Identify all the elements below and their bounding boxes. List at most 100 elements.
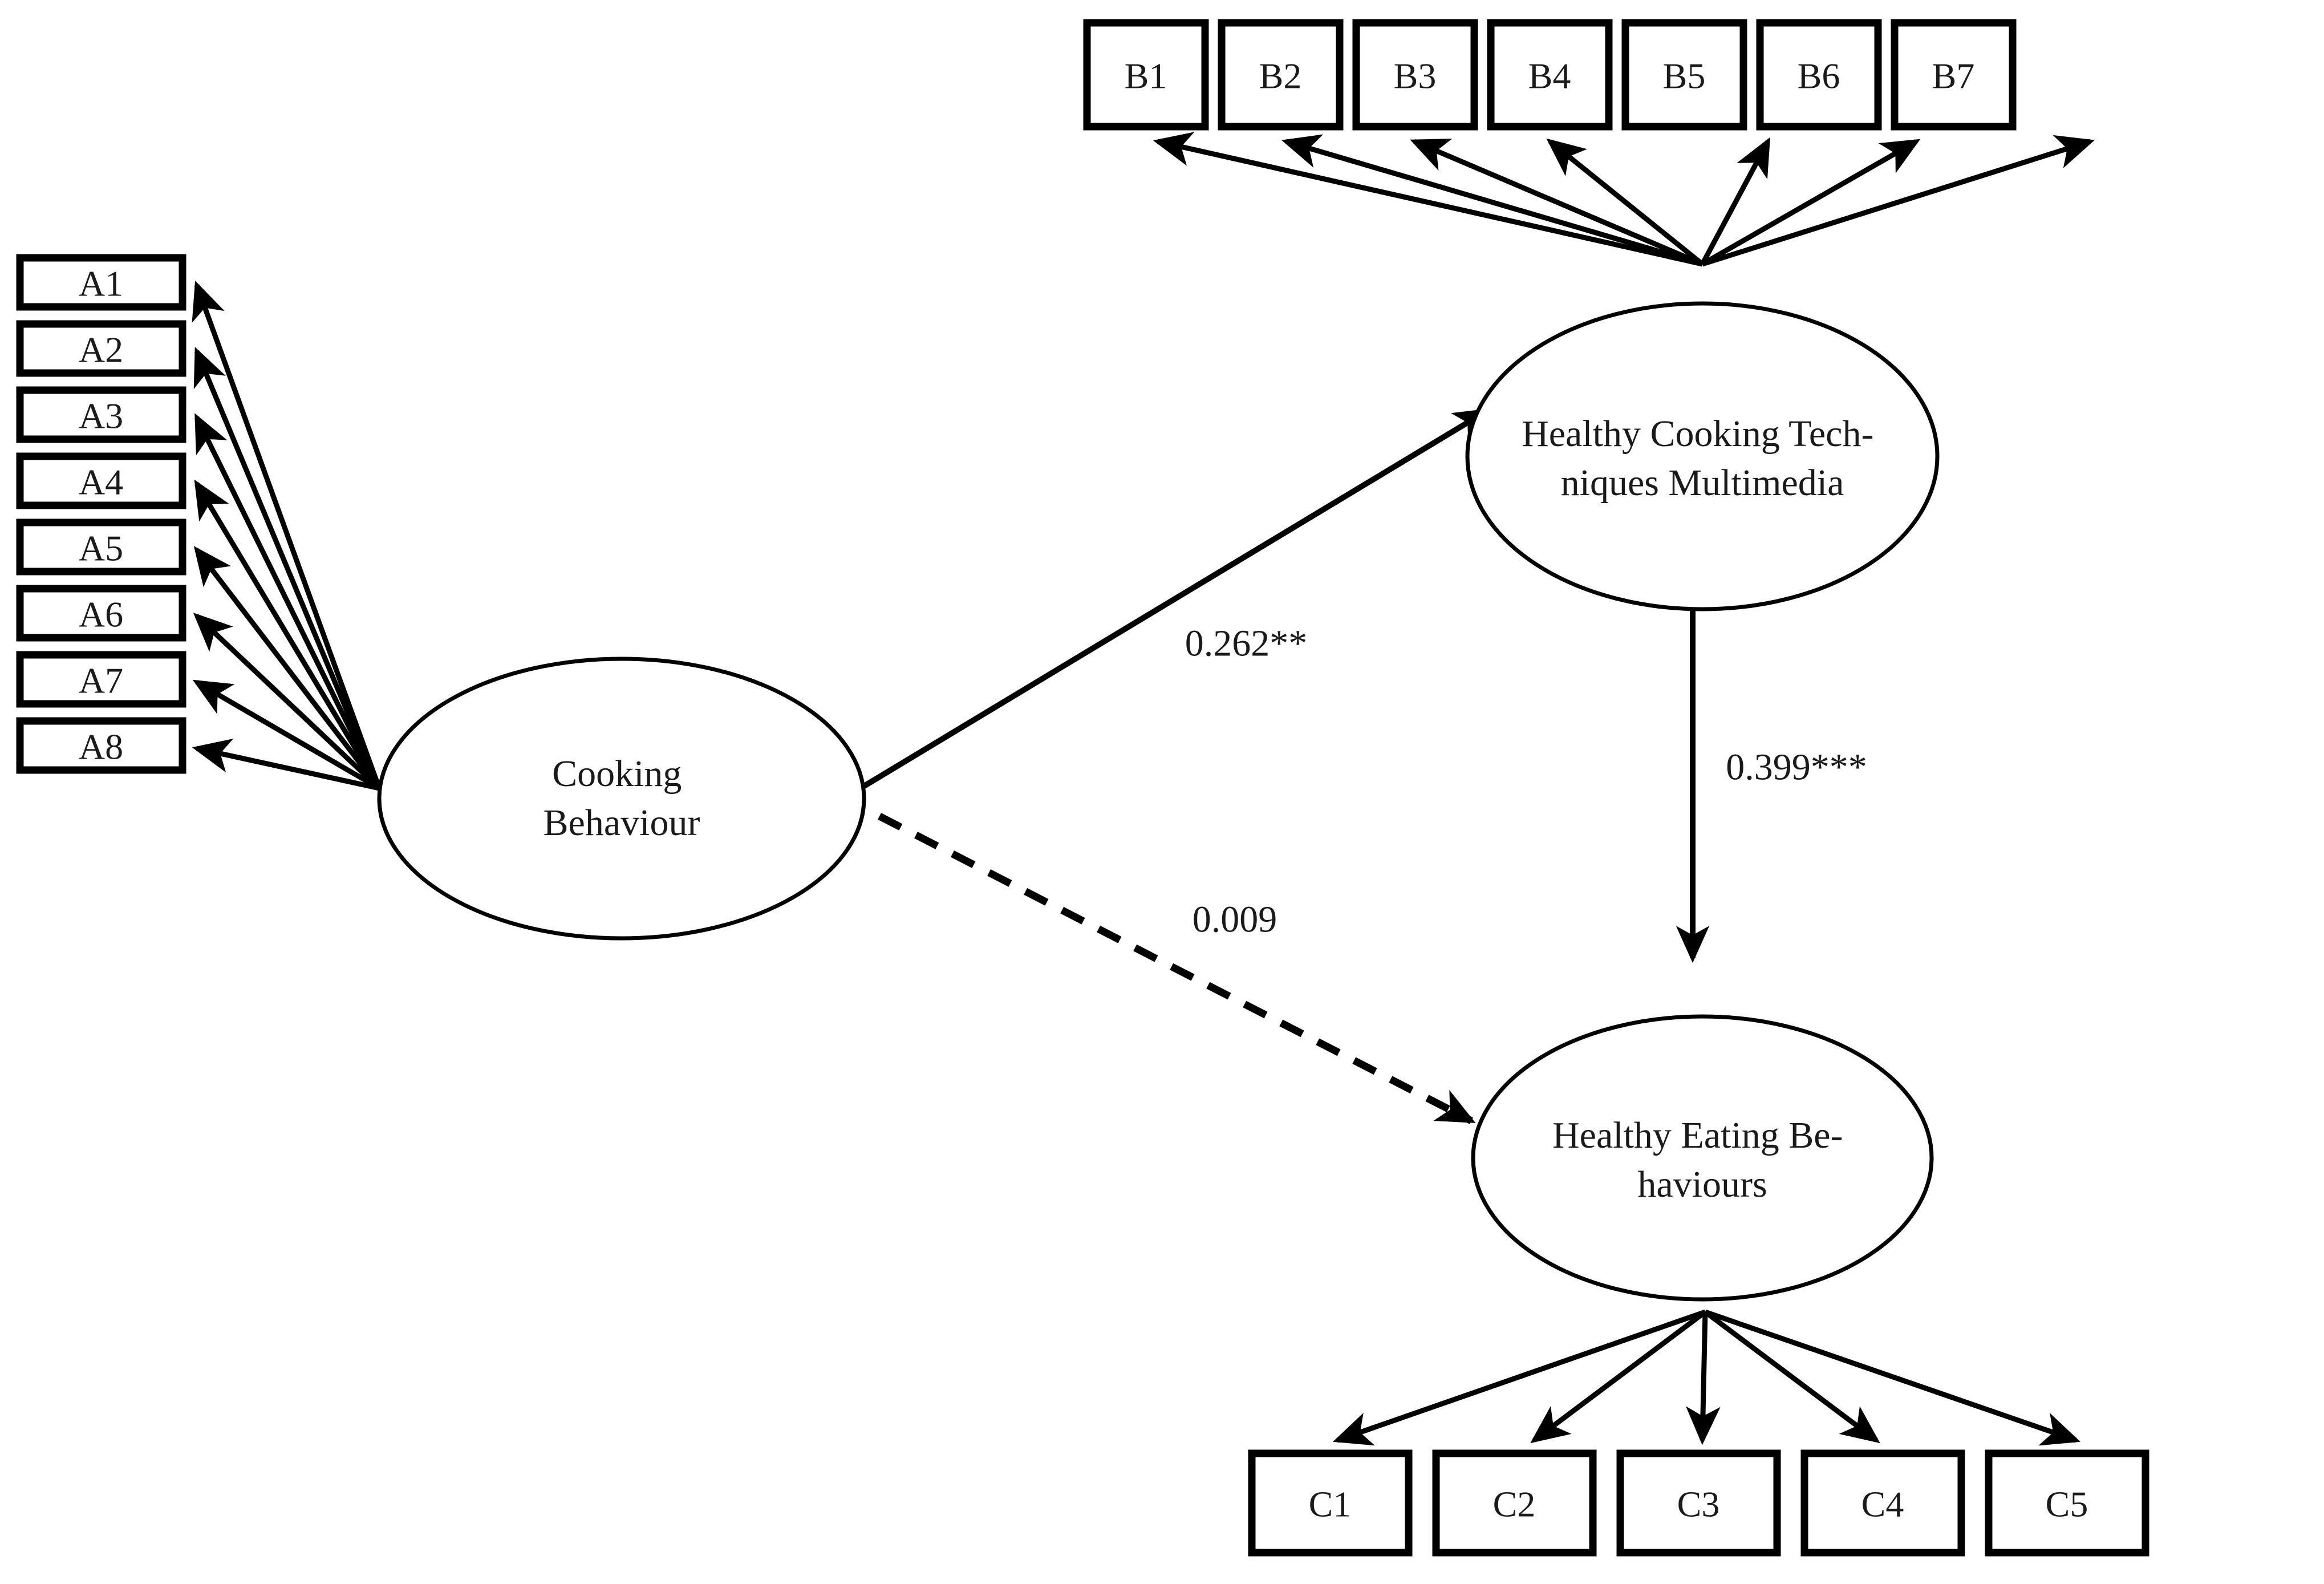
latent-cb-line-1: Cooking bbox=[552, 753, 682, 795]
indicator-box-c1-label: C1 bbox=[1309, 1484, 1352, 1525]
indicator-box-b2-label: B2 bbox=[1259, 56, 1302, 96]
indicator-box-b2-rect[interactable] bbox=[1218, 19, 1344, 131]
latent-cooking-behaviour[interactable] bbox=[377, 657, 866, 941]
loading-arrow-c4 bbox=[1704, 1310, 1880, 1444]
indicator-box-c1-rect[interactable] bbox=[1248, 1449, 1413, 1557]
indicator-box-a6-label: A6 bbox=[79, 594, 123, 635]
indicator-box-b4[interactable]: B4 bbox=[1487, 19, 1613, 131]
loading-arrow-c2 bbox=[1530, 1310, 1707, 1444]
loading-arrow-a3 bbox=[194, 413, 382, 789]
indicator-box-b2[interactable]: B2 bbox=[1218, 19, 1344, 131]
loadings-group-c bbox=[1333, 1309, 2080, 1446]
latent-hct-label: Healthy Cooking Tech- niques Multimedia bbox=[1522, 413, 1883, 504]
latent-hct-line-2: niques Multimedia bbox=[1561, 462, 1844, 504]
indicator-box-b5-rect[interactable] bbox=[1621, 19, 1747, 131]
indicator-box-b3-label: B3 bbox=[1394, 56, 1437, 96]
indicator-box-a4-rect[interactable] bbox=[16, 452, 186, 509]
loading-arrow-a8 bbox=[192, 738, 380, 791]
loading-arrow-c3 bbox=[1685, 1311, 1721, 1445]
indicator-box-a8-rect[interactable] bbox=[16, 717, 186, 774]
loading-arrow-b3 bbox=[1410, 139, 1704, 267]
indicator-boxes-a: A1 A2 A3 A4 A5 A6 bbox=[16, 254, 186, 774]
latent-cb-line-2: Behaviour bbox=[544, 802, 700, 844]
latent-heb-line-2: haviours bbox=[1637, 1164, 1767, 1205]
indicator-box-a1-label: A1 bbox=[79, 264, 123, 304]
indicator-box-b1[interactable]: B1 bbox=[1083, 19, 1209, 131]
loading-arrow-a2 bbox=[193, 347, 382, 789]
latent-healthy-eating-behaviours[interactable] bbox=[1471, 1014, 1934, 1302]
indicator-box-c5-label: C5 bbox=[2046, 1484, 2088, 1525]
indicator-box-a7-label: A7 bbox=[79, 661, 123, 701]
path-coefficient-cb-to-heb: 0.009 bbox=[1193, 899, 1277, 941]
indicator-box-a7[interactable]: A7 bbox=[16, 651, 186, 708]
structural-paths bbox=[841, 408, 1710, 1124]
indicator-box-c4-rect[interactable] bbox=[1800, 1449, 1965, 1557]
indicator-box-a3-rect[interactable] bbox=[16, 386, 186, 443]
indicator-box-a3[interactable]: A3 bbox=[16, 386, 186, 443]
indicator-box-a6[interactable]: A6 bbox=[16, 585, 186, 642]
indicator-box-b6-rect[interactable] bbox=[1756, 19, 1882, 131]
indicator-box-a2-label: A2 bbox=[79, 330, 123, 370]
loading-arrow-c1 bbox=[1333, 1309, 1706, 1446]
indicator-box-b4-label: B4 bbox=[1528, 56, 1571, 96]
indicator-box-c3-label: C3 bbox=[1677, 1484, 1720, 1525]
loading-arrow-b6 bbox=[1701, 139, 1921, 266]
indicator-box-a2[interactable]: A2 bbox=[16, 320, 186, 377]
indicator-box-a5[interactable]: A5 bbox=[16, 518, 186, 576]
path-coefficient-labels: 0.262** 0.399*** 0.009 bbox=[1185, 623, 1867, 941]
indicator-box-b1-label: B1 bbox=[1125, 56, 1167, 96]
indicator-box-c4-label: C4 bbox=[1861, 1484, 1904, 1525]
indicator-box-c3[interactable]: C3 bbox=[1616, 1449, 1781, 1557]
indicator-box-b1-rect[interactable] bbox=[1083, 19, 1209, 131]
indicator-box-c5-rect[interactable] bbox=[1985, 1449, 2149, 1557]
indicator-box-b3[interactable]: B3 bbox=[1352, 19, 1478, 131]
latent-labels: Cooking Behaviour Healthy Cooking Tech- … bbox=[544, 413, 1883, 1205]
loadings-group-a bbox=[192, 281, 382, 791]
latent-hct-line-1: Healthy Cooking Tech- bbox=[1522, 413, 1873, 455]
latent-cooking-behaviour-label: Cooking Behaviour bbox=[544, 753, 700, 844]
loading-arrow-b2 bbox=[1281, 134, 1704, 267]
loading-arrow-b7 bbox=[1701, 135, 2095, 267]
path-cb-to-hct-line bbox=[849, 408, 1491, 797]
indicator-box-a5-label: A5 bbox=[79, 528, 123, 569]
latent-healthy-cooking-techniques-multimedia[interactable] bbox=[1465, 301, 1940, 611]
path-coefficient-cb-to-hct: 0.262** bbox=[1185, 623, 1308, 665]
loading-arrow-c5 bbox=[1704, 1309, 2080, 1446]
indicator-box-b7[interactable]: B7 bbox=[1891, 19, 2017, 131]
indicator-box-b4-rect[interactable] bbox=[1487, 19, 1613, 131]
indicator-box-c2[interactable]: C2 bbox=[1432, 1449, 1597, 1557]
loading-arrow-a1 bbox=[192, 281, 382, 789]
indicator-box-b7-rect[interactable] bbox=[1891, 19, 2017, 131]
indicator-box-a6-rect[interactable] bbox=[16, 585, 186, 642]
indicator-box-c1[interactable]: C1 bbox=[1248, 1449, 1413, 1557]
indicator-box-a1-rect[interactable] bbox=[16, 254, 186, 311]
indicator-box-a3-label: A3 bbox=[79, 396, 123, 436]
indicator-box-c5[interactable]: C5 bbox=[1985, 1449, 2149, 1557]
indicator-box-a7-rect[interactable] bbox=[16, 651, 186, 708]
indicator-box-a8-label: A8 bbox=[79, 727, 123, 767]
indicator-box-c2-rect[interactable] bbox=[1432, 1449, 1597, 1557]
indicator-box-c3-rect[interactable] bbox=[1616, 1449, 1781, 1557]
loading-arrow-a7 bbox=[192, 679, 381, 791]
indicator-box-a8[interactable]: A8 bbox=[16, 717, 186, 774]
indicator-box-a4-label: A4 bbox=[79, 462, 123, 503]
indicator-box-c2-label: C2 bbox=[1493, 1484, 1536, 1525]
loading-arrow-b1 bbox=[1153, 132, 1703, 267]
indicator-box-a1[interactable]: A1 bbox=[16, 254, 186, 311]
loading-arrow-a5 bbox=[193, 546, 382, 790]
latent-heb-line-1: Healthy Eating Be- bbox=[1552, 1115, 1843, 1156]
latent-variables bbox=[377, 301, 1940, 1302]
indicator-box-b6[interactable]: B6 bbox=[1756, 19, 1882, 131]
indicator-box-a5-rect[interactable] bbox=[16, 518, 186, 576]
loadings-group-b bbox=[1153, 132, 2095, 267]
indicator-box-b5-label: B5 bbox=[1663, 56, 1706, 96]
indicator-boxes-c: C1 C2 C3 C4 C5 bbox=[1248, 1449, 2149, 1557]
indicator-box-c4[interactable]: C4 bbox=[1800, 1449, 1965, 1557]
indicator-box-a2-rect[interactable] bbox=[16, 320, 186, 377]
indicator-box-a4[interactable]: A4 bbox=[16, 452, 186, 509]
indicator-box-b3-rect[interactable] bbox=[1352, 19, 1478, 131]
indicator-boxes-b: B1 B2 B3 B4 B5 B6 bbox=[1083, 19, 2017, 131]
loading-arrow-a6 bbox=[193, 613, 382, 791]
indicator-box-b5[interactable]: B5 bbox=[1621, 19, 1747, 131]
